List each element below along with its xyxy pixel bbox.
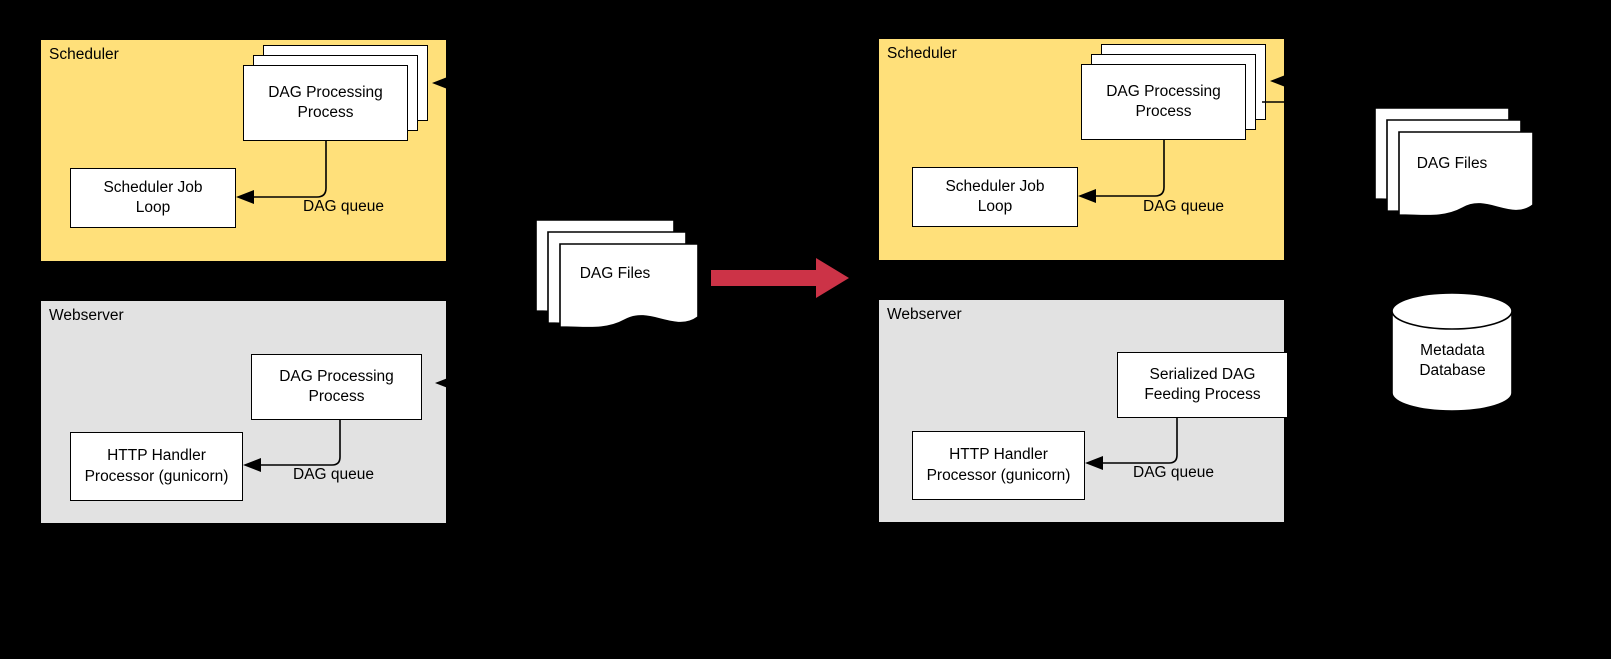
transition-arrow bbox=[711, 258, 849, 298]
before-webserver-http-handler[interactable]: HTTP Handler Processor (gunicorn) bbox=[70, 432, 243, 501]
before-webserver-dag-queue-label: DAG queue bbox=[293, 466, 374, 483]
after-webserver-dag-queue-label: DAG queue bbox=[1133, 464, 1214, 481]
before-scheduler-job-loop-line1: Scheduler Job bbox=[103, 178, 203, 196]
after-scheduler-job-loop[interactable]: Scheduler Job Loop bbox=[912, 167, 1078, 227]
after-webserver-http-handler[interactable]: HTTP Handler Processor (gunicorn) bbox=[912, 431, 1085, 500]
before-webserver-dag-processing-line2: Process bbox=[308, 388, 365, 405]
after-scheduler-dag-processing-line2: Process bbox=[1135, 103, 1192, 120]
after-webserver-serialized-feeder-line1: Serialized DAG bbox=[1149, 365, 1256, 383]
after-scheduler-dag-processing-process[interactable]: DAG Processing Process bbox=[1081, 64, 1246, 140]
after-scheduler-dag-processing-line1: DAG Processing bbox=[1106, 82, 1221, 100]
store-metadata-database-cylinder[interactable] bbox=[1390, 292, 1515, 412]
after-webserver-serialized-dag-feeding-process[interactable]: Serialized DAG Feeding Process bbox=[1117, 352, 1288, 418]
before-scheduler-dag-processing-line1: DAG Processing bbox=[268, 83, 383, 101]
after-scheduler-dag-queue-label: DAG queue bbox=[1143, 198, 1224, 215]
before-scheduler-dag-processing-line2: Process bbox=[297, 104, 354, 121]
transition-dag-files-label: DAG Files bbox=[579, 265, 651, 282]
store-metadata-database-label: Metadata Database bbox=[1390, 341, 1515, 382]
after-webserver-http-handler-line1: HTTP Handler bbox=[949, 446, 1048, 464]
after-webserver-serialized-feeder-line2: Feeding Process bbox=[1144, 386, 1261, 403]
after-scheduler-label: Scheduler bbox=[887, 45, 957, 62]
before-webserver-http-handler-line2: Processor (gunicorn) bbox=[84, 467, 229, 485]
before-webserver-dag-processing-process[interactable]: DAG Processing Process bbox=[251, 354, 422, 420]
store-metadata-database-line1: Metadata bbox=[1420, 342, 1485, 359]
store-metadata-database-line2: Database bbox=[1419, 362, 1486, 380]
after-webserver-http-handler-line2: Processor (gunicorn) bbox=[926, 466, 1071, 484]
store-dag-files-label: DAG Files bbox=[1416, 155, 1488, 172]
after-webserver-label: Webserver bbox=[887, 306, 962, 323]
before-webserver-label: Webserver bbox=[49, 307, 124, 324]
before-scheduler-job-loop-line2: Loop bbox=[135, 199, 171, 216]
before-scheduler-label: Scheduler bbox=[49, 46, 119, 63]
before-scheduler-dag-queue-label: DAG queue bbox=[303, 198, 384, 215]
before-scheduler-job-loop[interactable]: Scheduler Job Loop bbox=[70, 168, 236, 228]
after-scheduler-job-loop-line1: Scheduler Job bbox=[945, 177, 1045, 195]
before-webserver-dag-processing-line1: DAG Processing bbox=[279, 367, 394, 385]
after-scheduler-job-loop-line2: Loop bbox=[977, 198, 1013, 215]
before-scheduler-dag-processing-process[interactable]: DAG Processing Process bbox=[243, 65, 408, 141]
transition-dag-files-document-stack[interactable] bbox=[531, 214, 706, 334]
store-dag-files-document-stack[interactable] bbox=[1371, 104, 1541, 226]
before-webserver-http-handler-line1: HTTP Handler bbox=[107, 447, 206, 465]
